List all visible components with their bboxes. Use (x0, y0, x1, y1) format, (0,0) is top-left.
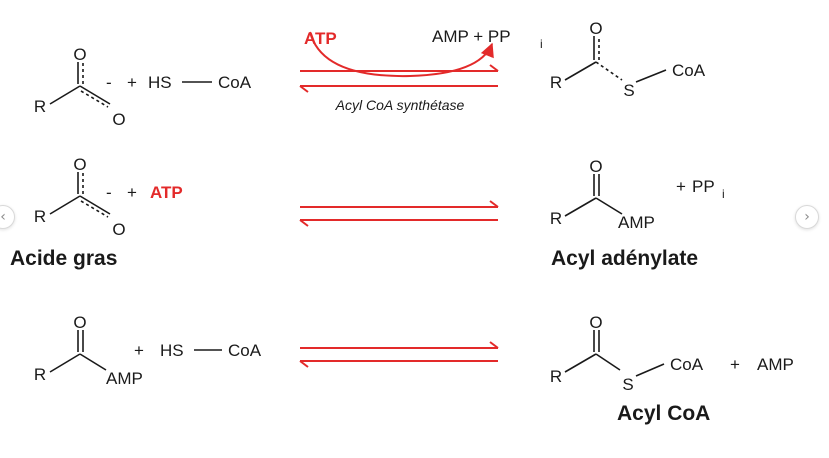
thiol-hs: HS (160, 341, 184, 360)
coenzyme-a: CoA (218, 73, 252, 92)
oxygen-atom: O (73, 155, 86, 174)
carboxylate-structure-2 (49, 172, 111, 218)
oxygen-atom: O (112, 220, 125, 239)
minus-charge: - (106, 183, 112, 202)
sulfur-atom: S (623, 81, 634, 100)
acyl-adenylate-structure (564, 174, 623, 217)
plus-sign: + (134, 341, 144, 360)
acyl-adenylate-name: Acyl adénylate (551, 247, 698, 270)
r-group: R (34, 365, 46, 384)
amp-pp-label: AMP + PP (432, 27, 511, 46)
atp-reactant: ATP (150, 183, 183, 202)
amp-group: AMP (106, 369, 143, 388)
row-3-reaction: O R AMP + HS CoA O R S CoA + AMP Acyl Co… (34, 313, 794, 425)
plus-sign: + (127, 73, 137, 92)
pyrophosphate: PP (692, 177, 715, 196)
carousel-next-button[interactable]: › (795, 205, 819, 229)
r-group: R (34, 97, 46, 116)
row-1-reaction: O R O - + HS CoA ATP AMP + PP i Acyl CoA… (34, 19, 706, 129)
thioester-structure-2 (564, 330, 665, 377)
amp-group: AMP (618, 213, 655, 232)
carboxylate-structure-1 (49, 62, 111, 108)
thioester-structure-1 (564, 36, 667, 83)
r-group: R (550, 73, 562, 92)
row-2-reaction: O R O - + ATP Acide gras O R AMP + PP i … (10, 155, 725, 270)
coenzyme-a: CoA (670, 355, 704, 374)
r-group: R (550, 209, 562, 228)
acyl-adenylate-reactant (49, 330, 107, 373)
r-group: R (550, 367, 562, 386)
minus-charge: - (106, 73, 112, 92)
plus-sign: + (730, 355, 740, 374)
amp-product: AMP (757, 355, 794, 374)
coenzyme-a: CoA (672, 61, 706, 80)
enzyme-label: Acyl CoA synthétase (335, 97, 465, 113)
oxygen-atom: O (589, 313, 602, 332)
equilibrium-arrows-3 (299, 341, 499, 368)
subscript-i: i (722, 187, 725, 201)
plus-sign: + (676, 177, 686, 196)
r-group: R (34, 207, 46, 226)
sulfur-atom: S (622, 375, 633, 394)
chevron-left-icon: ‹ (0, 209, 6, 225)
atp-curved-arrow (309, 31, 494, 78)
oxygen-atom: O (73, 45, 86, 64)
subscript-i: i (540, 37, 543, 51)
oxygen-atom: O (589, 19, 602, 38)
thiol-hs: HS (148, 73, 172, 92)
equilibrium-arrows-1 (299, 64, 499, 93)
oxygen-atom: O (589, 157, 602, 176)
atp-label: ATP (304, 29, 337, 48)
oxygen-atom: O (112, 110, 125, 129)
acyl-coa-name: Acyl CoA (617, 402, 710, 425)
coenzyme-a: CoA (228, 341, 262, 360)
chevron-right-icon: › (804, 209, 810, 225)
fatty-acid-name: Acide gras (10, 247, 117, 270)
plus-sign: + (127, 183, 137, 202)
oxygen-atom: O (73, 313, 86, 332)
equilibrium-arrows-2 (299, 200, 499, 227)
